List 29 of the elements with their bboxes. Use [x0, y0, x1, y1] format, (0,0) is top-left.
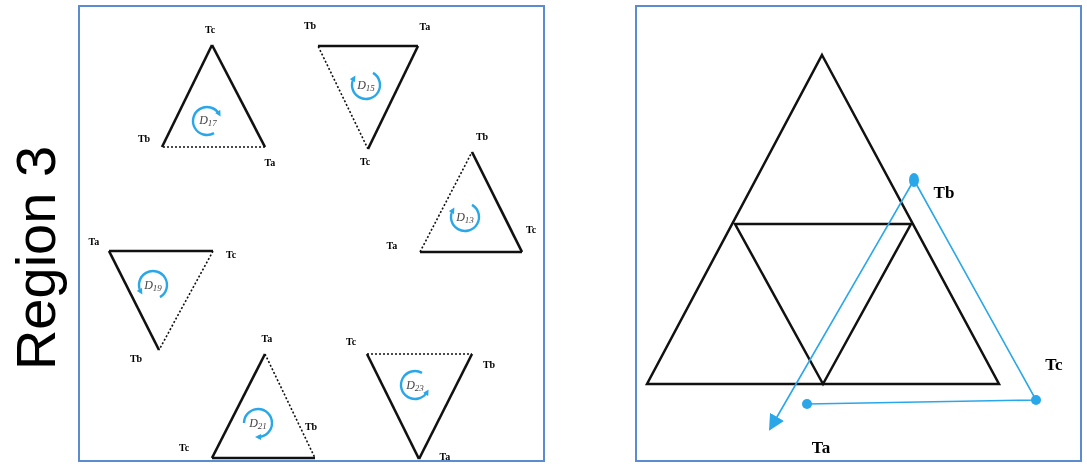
- vertex-label: Tc: [525, 225, 537, 235]
- vertex-label: Tb: [304, 422, 318, 432]
- vertex-label: Ta: [261, 334, 273, 344]
- panel-frame: [635, 5, 1082, 462]
- vertex-label: Ta: [811, 438, 831, 456]
- region-subscript-label: D$_{15}$: [357, 79, 375, 91]
- vertex-label: Ta: [88, 237, 100, 247]
- region-subscript-label: D$_{17}$: [199, 114, 217, 126]
- vertex-label: Tb: [303, 21, 317, 31]
- vertex-label: Tb: [475, 132, 489, 142]
- vertex-label: Tc: [178, 443, 190, 453]
- vertex-label: Tc: [225, 250, 237, 260]
- vertex-label: Tc: [1045, 355, 1063, 373]
- vertex-label: Ta: [264, 158, 276, 168]
- panel-frame: [78, 5, 545, 462]
- vertex-label: Tc: [359, 157, 371, 167]
- vertex-label: Tb: [482, 360, 496, 370]
- region-subscript-label: D$_{19}$: [144, 279, 162, 291]
- vertex-label: Ta: [386, 241, 398, 251]
- vertex-label: Tc: [204, 25, 216, 35]
- region-subscript-label: D$_{21}$: [249, 417, 267, 429]
- vertex-label: Ta: [439, 452, 451, 462]
- vertex-label: Tb: [137, 134, 151, 144]
- vertex-label: Tb: [129, 354, 143, 364]
- vertex-label: Tb: [933, 183, 955, 201]
- region-subscript-label: D$_{13}$: [456, 211, 474, 223]
- vertex-label: Ta: [419, 22, 431, 32]
- region-subscript-label: D$_{23}$: [406, 379, 424, 391]
- vertex-label: Tc: [345, 337, 357, 347]
